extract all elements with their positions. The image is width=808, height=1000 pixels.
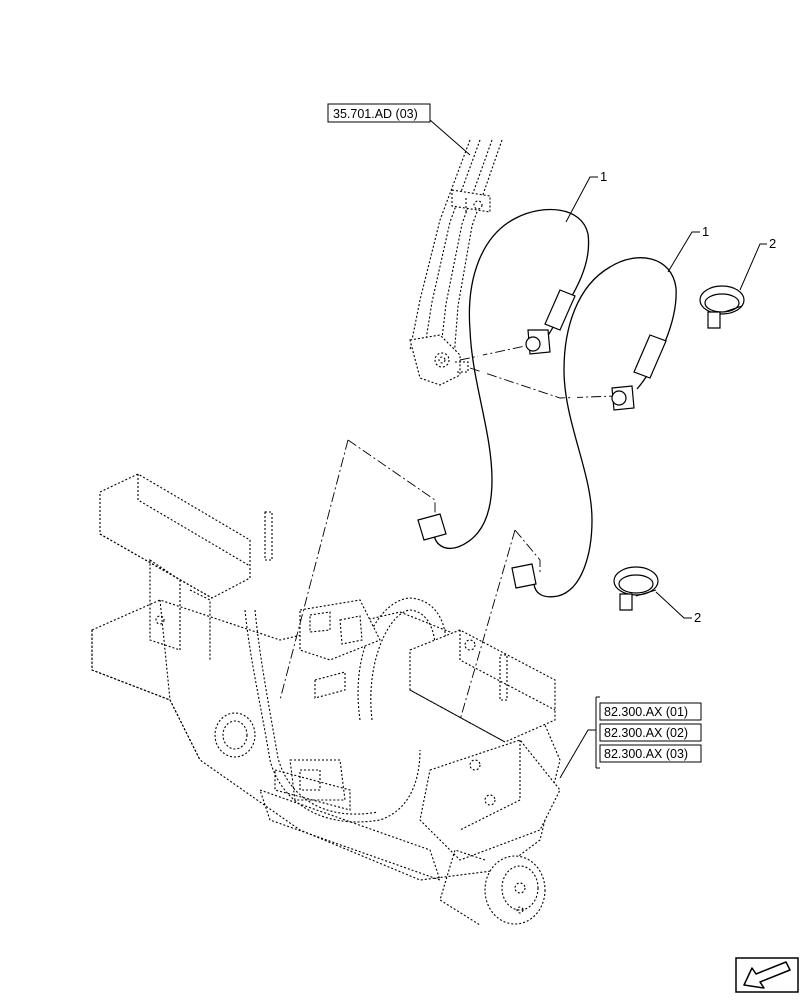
ref-leader-side <box>559 729 596 779</box>
callout-leader-1b <box>667 231 700 273</box>
callout-2b: 2 <box>694 610 701 625</box>
reference-top-label: 35.701.AD (03) <box>333 107 418 121</box>
callout-1b: 1 <box>702 224 709 239</box>
hydraulic-hose-1b <box>511 257 677 609</box>
arrow-icon[interactable] <box>735 957 799 993</box>
reference-group-side: 82.300.AX (01) 82.300.AX (02) 82.300.AX … <box>595 696 702 769</box>
callout-1a: 1 <box>600 169 607 184</box>
hose-clamp-2b <box>613 566 659 611</box>
reference-box-top[interactable]: 35.701.AD (03) <box>327 103 431 123</box>
callout-leader-2a <box>739 243 767 291</box>
callout-leader-1a <box>565 176 598 223</box>
reference-box-side-2[interactable]: 82.300.AX (02) <box>599 723 702 742</box>
reference-side-label-2: 82.300.AX (02) <box>604 726 688 740</box>
axle-frame-assembly <box>91 473 561 926</box>
callout-leader-2b <box>655 591 692 619</box>
ref-leader-top <box>429 119 471 156</box>
reference-side-label-1: 82.300.AX (01) <box>604 705 688 719</box>
hose-clamp-2a <box>699 285 745 329</box>
reference-side-label-3: 82.300.AX (03) <box>604 747 688 761</box>
upper-pipe-bundle <box>409 139 503 386</box>
reference-box-side-1[interactable]: 82.300.AX (01) <box>599 702 702 721</box>
reference-box-side-3[interactable]: 82.300.AX (03) <box>599 744 702 763</box>
callout-2a: 2 <box>769 236 776 251</box>
assembly-guide-lines <box>279 345 616 721</box>
hydraulic-hose-1a <box>417 208 590 559</box>
